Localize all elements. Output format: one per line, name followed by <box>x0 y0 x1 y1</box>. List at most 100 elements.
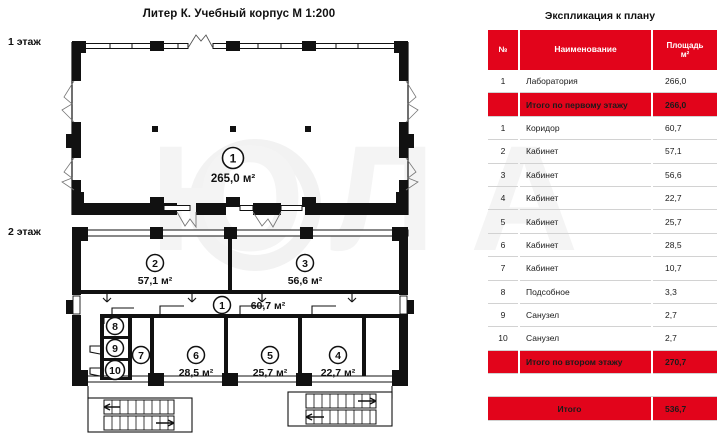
floor-2-drawing: 2 57,1 м² 3 56,6 м² 1 60,7 м² 6 28,5 м² … <box>66 227 414 433</box>
cell-area: 270,7 <box>653 350 717 375</box>
cell-name: Санузел <box>520 304 651 328</box>
room-marker-f2-1: 1 60,7 м² <box>212 295 286 315</box>
room-marker-f2-10: 10 <box>104 359 126 381</box>
room-number: 2 <box>152 258 158 270</box>
cell-number: 4 <box>488 187 518 211</box>
interior-columns <box>152 126 311 132</box>
cell-name: Лаборатория <box>520 70 651 94</box>
cell-name: Кабинет <box>520 234 651 258</box>
room-area: 57,1 м² <box>138 275 173 287</box>
cell-area: 10,7 <box>653 257 717 281</box>
cell-number: 6 <box>488 234 518 258</box>
room-marker-f2-6: 6 28,5 м² <box>179 345 214 379</box>
cell-area: 2,7 <box>653 327 717 351</box>
header-area-line2: м² <box>680 50 690 59</box>
staircase-right <box>287 391 393 427</box>
cell-name: Санузел <box>520 327 651 351</box>
staircase-left <box>87 397 193 433</box>
header-name: Наименование <box>520 30 651 70</box>
room-number: 9 <box>112 343 118 355</box>
room-number: 3 <box>302 258 308 270</box>
floor-1-label: 1 этаж <box>8 36 41 48</box>
room-marker-f1-1: 1 265,0 м² <box>211 146 255 185</box>
room-marker-f2-2: 2 57,1 м² <box>138 253 173 287</box>
floor-2-label: 2 этаж <box>8 226 41 238</box>
cell-name: Кабинет <box>520 140 651 164</box>
cell-area: 25,7 <box>653 210 717 234</box>
cell-area: 22,7 <box>653 187 717 211</box>
table-spacer <box>488 374 717 398</box>
cell-area: 266,0 <box>653 70 717 94</box>
cell-name: Кабинет <box>520 187 651 211</box>
room-area: 56,6 м² <box>288 275 323 287</box>
room-number: 10 <box>109 365 121 377</box>
explication-panel: Экспликация к плану № Наименование Площа… <box>484 0 720 436</box>
room-area: 25,7 м² <box>253 367 288 379</box>
cell-number: 2 <box>488 140 518 164</box>
plan-title: Литер К. Учебный корпус М 1:200 <box>142 8 336 20</box>
cell-number <box>488 350 518 375</box>
cell-area: 28,5 <box>653 234 717 258</box>
cell-area: 3,3 <box>653 281 717 304</box>
cell-area: 60,7 <box>653 117 717 141</box>
cell-number: 3 <box>488 164 518 187</box>
room-number: 1 <box>219 300 225 312</box>
floor-1-drawing: 1 265,0 м² <box>61 34 419 229</box>
room-area: 60,7 м² <box>251 300 286 312</box>
cell-number: 5 <box>488 210 518 234</box>
cell-number: 9 <box>488 304 518 328</box>
cell-area: 266,0 <box>653 93 717 117</box>
room-number: 8 <box>112 321 118 333</box>
cell-number: 10 <box>488 327 518 351</box>
room-marker-f2-8: 8 <box>105 316 125 336</box>
cell-name: Итого по первому этажу <box>520 93 651 117</box>
room-marker-f2-7: 7 <box>131 345 151 365</box>
cell-number: 7 <box>488 257 518 281</box>
room-number: 5 <box>267 350 273 362</box>
cell-name: Кабинет <box>520 257 651 281</box>
grand-total-label: Итого <box>488 397 651 421</box>
cell-name: Кабинет <box>520 210 651 234</box>
cell-name: Кабинет <box>520 164 651 187</box>
explication-title: Экспликация к плану <box>544 10 656 22</box>
cell-name: Итого по втором этажу <box>520 350 651 375</box>
room-number: 6 <box>193 350 199 362</box>
room-marker-f2-3: 3 56,6 м² <box>288 253 323 287</box>
header-number: № <box>488 30 518 70</box>
header-area-line1: Площадь <box>666 40 704 50</box>
cell-area: 56,6 <box>653 164 717 187</box>
room-number: 7 <box>138 350 144 362</box>
room-marker-f2-4: 4 22,7 м² <box>321 345 356 379</box>
cell-number: 1 <box>488 117 518 141</box>
room-area: 28,5 м² <box>179 367 214 379</box>
cell-name: Коридор <box>520 117 651 141</box>
cell-number: 8 <box>488 281 518 304</box>
cell-number: 1 <box>488 70 518 94</box>
header-area: Площадь м² <box>653 30 717 70</box>
cell-name: Подсобное <box>520 281 651 304</box>
room-area: 265,0 м² <box>211 173 255 185</box>
table-header-row: № Наименование Площадь м² <box>488 30 717 70</box>
floor-plan-panel: Литер К. Учебный корпус М 1:200 1 этаж 2… <box>8 8 419 433</box>
room-marker-f2-9: 9 <box>105 338 125 358</box>
grand-total-area: 536,7 <box>653 397 717 421</box>
cell-area: 2,7 <box>653 304 717 328</box>
room-number: 4 <box>335 350 341 362</box>
cell-area: 57,1 <box>653 140 717 164</box>
room-marker-f2-5: 5 25,7 м² <box>253 345 288 379</box>
cell-number <box>488 93 518 117</box>
